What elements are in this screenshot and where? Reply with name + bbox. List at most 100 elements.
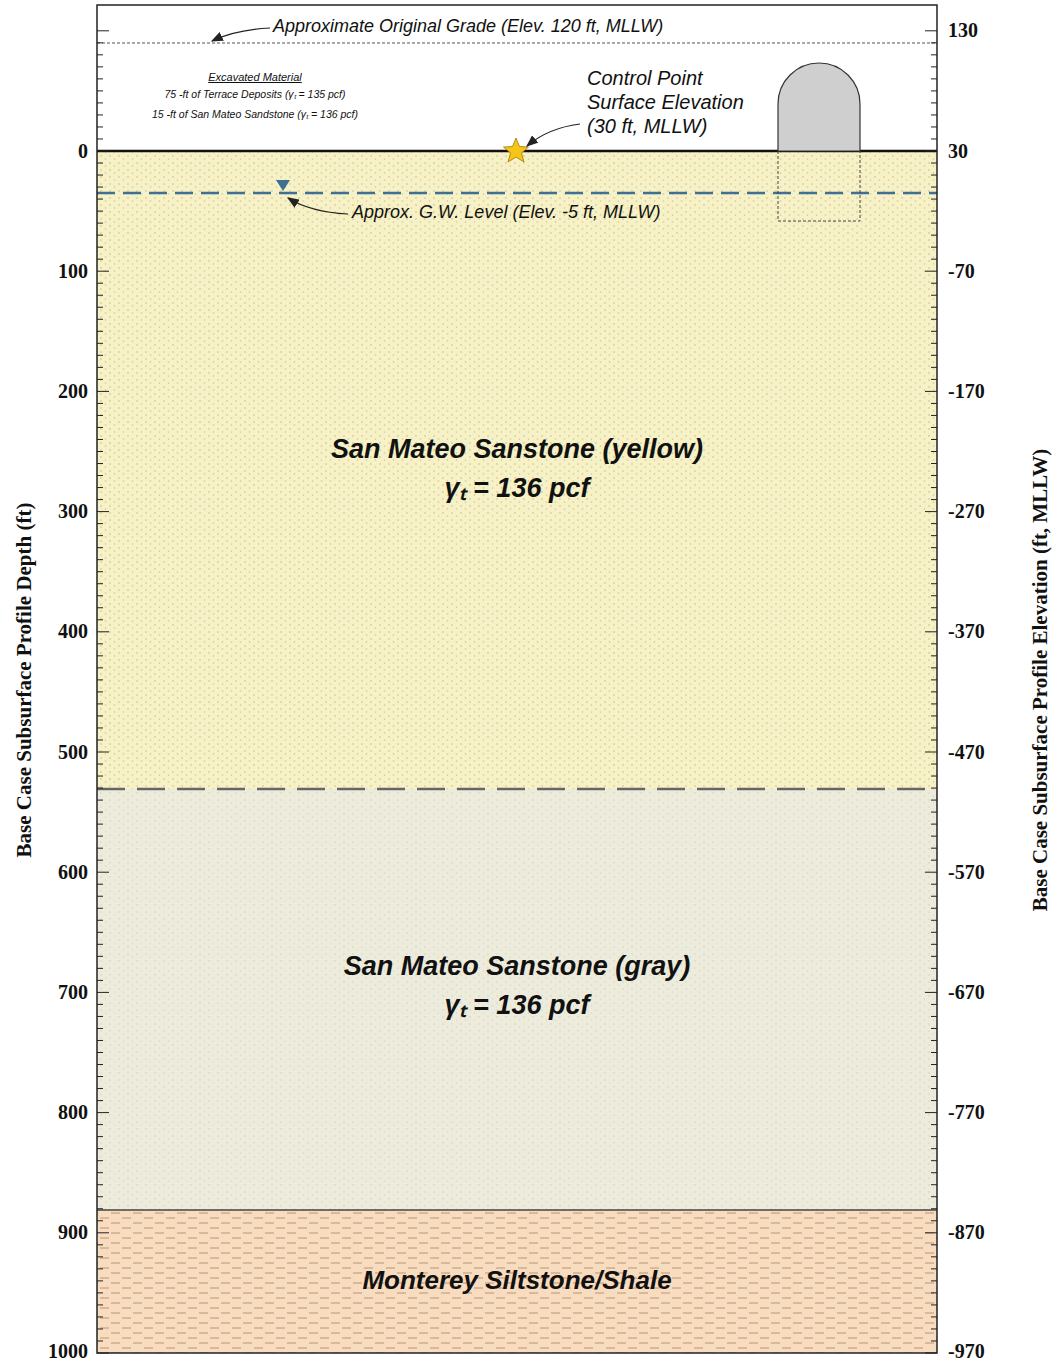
axis-tick [97,126,103,127]
axis-tick [97,1196,103,1197]
elevation-tick-label: 130 [948,19,978,42]
axis-tick [931,463,937,464]
axis-tick [97,1124,103,1125]
axis-tick [931,307,937,308]
axis-tick [931,667,937,668]
axis-tick [931,691,937,692]
axis-tick [97,920,103,921]
axis-tick [931,727,937,728]
axis-tick [931,812,937,813]
elevation-tick-label: -270 [948,500,985,523]
axis-tick [931,1316,937,1317]
depth-tick-label: 100 [58,260,88,283]
axis-tick [931,679,937,680]
axis-tick [97,944,103,945]
axis-tick [931,788,937,789]
axis-tick [931,523,937,524]
axis-tick [97,667,103,668]
unit-weight: γₜ = 136 pcf [97,468,937,505]
depth-tick-label: 900 [58,1221,88,1244]
elevation-tick-label: -170 [948,380,985,403]
depth-tick-label: 600 [58,861,88,884]
axis-tick [97,715,103,716]
axis-tick [931,451,937,452]
axis-tick [931,439,937,440]
axis-tick [97,355,103,356]
axis-tick [97,1076,103,1077]
axis-tick [931,1172,937,1173]
axis-tick [925,30,937,31]
axis-tick [97,932,103,933]
axis-tick [925,872,937,873]
axis-tick [97,968,103,969]
axis-tick [931,259,937,260]
axis-tick [97,1268,103,1269]
axis-tick [97,872,109,873]
axis-tick [931,1100,937,1101]
axis-tick [97,223,103,224]
axis-tick [931,1340,937,1341]
axis-tick [97,1304,103,1305]
axis-tick [931,319,937,320]
axis-tick [931,1148,937,1149]
depth-tick-label: 400 [58,620,88,643]
axis-tick [931,643,937,644]
axis-tick [97,102,103,103]
axis-tick [97,607,103,608]
excavated-note: 15 -ft of San Mateo Sandstone (γₜ = 136 … [152,107,358,121]
axis-tick [931,1268,937,1269]
axis-tick [931,379,937,380]
axis-tick [97,499,103,500]
axis-tick [931,1124,937,1125]
axis-tick [931,1028,937,1029]
axis-tick [931,800,937,801]
axis-tick [97,1172,103,1173]
axis-tick [97,583,103,584]
axis-tick [97,78,103,79]
axis-tick [931,968,937,969]
axis-tick [931,1196,937,1197]
axis-tick [97,391,109,392]
axis-tick [97,1112,109,1113]
axis-tick [925,151,937,152]
axis-tick [931,1088,937,1089]
axis-tick [931,355,937,356]
axis-tick [97,559,103,560]
layer-name: Monterey Siltstone/Shale [97,1265,937,1296]
axis-tick [931,896,937,897]
axis-tick [931,199,937,200]
axis-tick [931,703,937,704]
elevation-tick-label: -970 [948,1340,985,1363]
depth-tick-label: 200 [58,380,88,403]
depth-tick-label: 700 [58,981,88,1004]
axis-tick [931,283,937,284]
axis-tick [931,102,937,103]
axis-tick [931,247,937,248]
axis-tick [931,427,937,428]
axis-tick [97,884,103,885]
unit-weight: γₜ = 136 pcf [97,985,937,1022]
axis-tick [931,138,937,139]
axis-tick [97,331,103,332]
axis-tick [925,1232,937,1233]
axis-tick [97,788,103,789]
axis-tick [97,247,103,248]
axis-tick [97,1160,103,1161]
axis-tick [931,908,937,909]
axis-tick [931,126,937,127]
strata-band: Monterey Siltstone/Shale [97,1210,937,1353]
axis-title: Base Case Subsurface Profile Elevation (… [1028,449,1053,912]
axis-tick [97,571,103,572]
axis-tick [97,343,103,344]
axis-tick [97,283,103,284]
axis-tick [931,163,937,164]
axis-tick [97,631,109,632]
axis-tick [931,836,937,837]
axis-tick [931,1160,937,1161]
depth-tick-label: 500 [58,741,88,764]
axis-tick [931,1052,937,1053]
axis-tick [931,66,937,67]
axis-tick [925,992,937,993]
axis-tick [931,920,937,921]
axis-tick [97,427,103,428]
